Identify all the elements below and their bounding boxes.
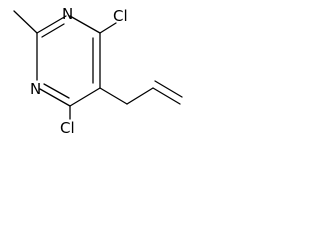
allyl-bond-1 <box>99 87 128 105</box>
ring-bond-n3-c4 <box>69 15 101 34</box>
methyl-bond <box>13 10 38 34</box>
allyl-bond-2 <box>126 87 154 105</box>
allyl-double-bond-inner <box>154 80 183 98</box>
atom-label-cl-top: Cl <box>113 7 128 25</box>
atom-label-n-bottom: N <box>30 80 41 98</box>
atom-label-cl-bottom: Cl <box>60 119 75 137</box>
atom-label-n-top: N <box>62 5 73 23</box>
ring-bond-c6-n1 <box>39 88 71 107</box>
chemical-structure-diagram: N N Cl Cl <box>13 5 183 137</box>
allyl-double-bond-outer <box>152 87 181 105</box>
ring-bond-c5-c6 <box>69 87 101 107</box>
ring-bond-c6-n1-inner <box>43 83 70 99</box>
cl-bond-top <box>99 22 117 34</box>
ring-bond-c2-n3-inner <box>41 23 65 38</box>
ring-bond-c2-n3 <box>36 15 67 34</box>
